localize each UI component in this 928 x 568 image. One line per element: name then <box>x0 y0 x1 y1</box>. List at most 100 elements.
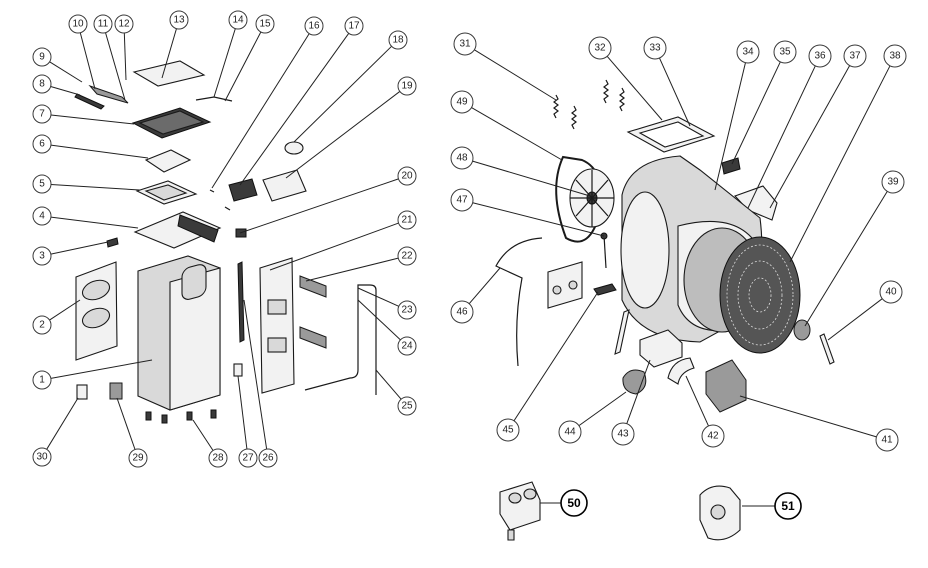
callout-16: 16 <box>211 16 324 189</box>
callout-leader-33 <box>659 57 691 127</box>
callout-15: 15 <box>224 14 275 102</box>
callout-number-22: 22 <box>401 251 413 262</box>
callout-number-43: 43 <box>617 429 629 440</box>
callout-circle-13 <box>169 10 189 30</box>
callout-leader-26 <box>243 299 268 450</box>
part-rail <box>299 326 327 349</box>
part-switch <box>233 363 243 377</box>
callout-number-15: 15 <box>259 19 271 30</box>
part-top-cover <box>132 60 206 87</box>
drum-assembly <box>495 79 835 541</box>
callout-leader-24 <box>357 299 401 341</box>
callout-number-51: 51 <box>781 499 795 513</box>
callout-leader-1 <box>50 359 153 379</box>
part-hose <box>304 284 377 395</box>
callout-leader-36 <box>747 65 816 209</box>
callout-leader-29 <box>116 397 136 450</box>
callout-number-49: 49 <box>456 97 468 108</box>
callout-circle-29 <box>128 448 148 468</box>
callout-circle-8 <box>32 74 52 94</box>
callout-number-31: 31 <box>459 39 471 50</box>
callout-leader-17 <box>239 33 350 186</box>
callout-number-11: 11 <box>98 19 109 30</box>
callout-17: 17 <box>239 16 364 186</box>
callout-leader-30 <box>46 397 79 450</box>
callout-24: 24 <box>357 299 417 356</box>
callout-circle-12 <box>114 14 134 34</box>
callout-circle-27 <box>238 448 258 468</box>
callout-number-30: 30 <box>36 452 48 463</box>
callout-circle-21 <box>397 210 417 230</box>
callout-21: 21 <box>269 210 417 271</box>
part-handle <box>88 84 129 104</box>
callout-circle-15 <box>255 14 275 34</box>
callout-circle-22 <box>397 246 417 266</box>
callout-35: 35 <box>731 40 797 165</box>
callout-leader-43 <box>626 359 651 424</box>
part-pin <box>603 234 607 269</box>
callout-number-4: 4 <box>39 211 45 222</box>
part-label <box>76 384 88 400</box>
callout-leader-45 <box>513 291 599 422</box>
callout-51: 51 <box>742 492 802 520</box>
callout-number-35: 35 <box>779 47 791 58</box>
callout-18: 18 <box>293 30 408 143</box>
part-counterweight-panel <box>547 261 583 309</box>
callout-leader-5 <box>50 184 141 191</box>
callout-circle-17 <box>344 16 364 36</box>
callout-circle-34 <box>736 40 760 64</box>
callout-leader-10 <box>79 32 96 90</box>
callout-number-6: 6 <box>39 139 45 150</box>
callout-leader-27 <box>237 375 248 450</box>
callout-leader-49 <box>471 107 563 161</box>
callout-circle-30 <box>32 447 52 467</box>
part-front-cover <box>719 236 801 354</box>
callout-circle-46 <box>450 300 474 324</box>
callout-32: 32 <box>588 36 663 121</box>
callout-circle-18 <box>388 30 408 50</box>
callout-number-20: 20 <box>401 171 413 182</box>
callout-leader-42 <box>685 375 709 427</box>
callout-38: 38 <box>789 44 907 263</box>
callout-leader-35 <box>731 61 781 165</box>
callout-circle-10 <box>68 14 88 34</box>
callout-circle-20 <box>397 166 417 186</box>
callout-circle-19 <box>397 76 417 96</box>
callout-number-5: 5 <box>39 179 45 190</box>
part-gear <box>793 319 811 341</box>
callout-19: 19 <box>285 76 417 179</box>
callout-number-16: 16 <box>308 21 320 32</box>
part-elbow-pipe <box>667 357 695 385</box>
callout-number-26: 26 <box>262 453 274 464</box>
callout-36: 36 <box>747 44 832 209</box>
callout-leader-46 <box>468 267 501 305</box>
callout-leader-22 <box>305 257 399 282</box>
callout-22: 22 <box>305 246 417 282</box>
callout-circle-38 <box>883 44 907 68</box>
callout-number-14: 14 <box>232 15 244 26</box>
callout-20: 20 <box>239 166 417 234</box>
part-plate <box>109 382 123 400</box>
callout-circle-28 <box>208 448 228 468</box>
callout-number-24: 24 <box>401 341 413 352</box>
part-spring <box>571 105 577 130</box>
callout-circle-25 <box>397 396 417 416</box>
part-bracket <box>74 93 105 110</box>
callout-leader-14 <box>213 28 236 98</box>
callout-number-39: 39 <box>887 177 899 188</box>
callout-number-41: 41 <box>881 435 893 446</box>
callout-circle-3 <box>32 246 52 266</box>
callout-31: 31 <box>453 32 557 101</box>
callout-circle-50 <box>560 489 588 517</box>
part-spring <box>553 94 559 119</box>
callout-number-28: 28 <box>212 453 224 464</box>
callout-6: 6 <box>32 134 149 159</box>
part-motor <box>705 359 747 413</box>
callout-leader-23 <box>357 287 399 307</box>
callout-circle-32 <box>588 36 612 60</box>
callout-circle-11 <box>93 14 113 34</box>
callout-circle-35 <box>773 40 797 64</box>
callout-number-46: 46 <box>456 307 468 318</box>
